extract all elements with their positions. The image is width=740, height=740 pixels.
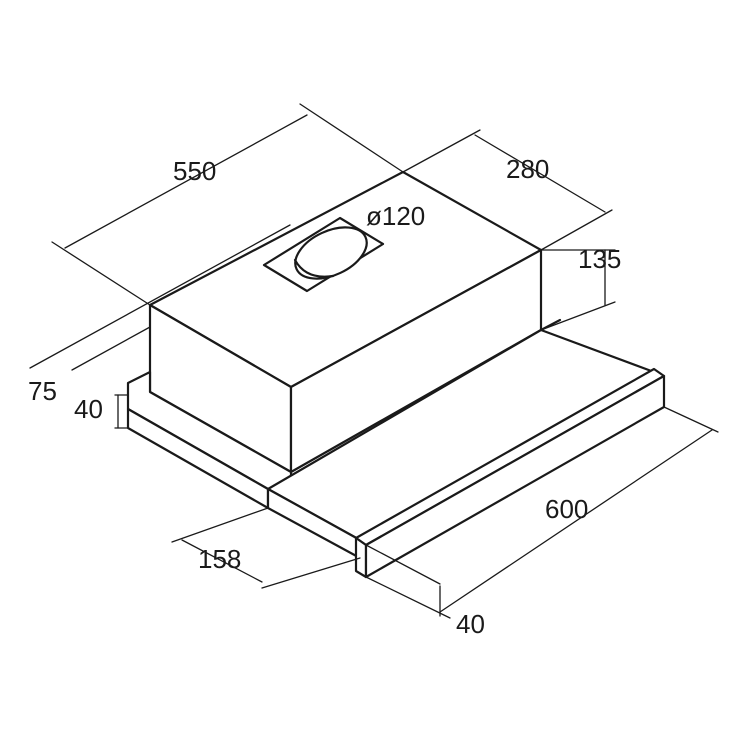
ext-40-bottom-top (365, 544, 441, 585)
label-duct-diameter: ø120 (366, 201, 425, 231)
dimension-lines (29, 103, 719, 619)
label-width-top: 550 (173, 156, 216, 186)
dim-75-line-a (29, 224, 291, 369)
dim-280 (474, 134, 606, 213)
duct-collar-top (294, 226, 368, 280)
hood-body (148, 170, 543, 474)
ext-158-right (261, 557, 361, 589)
ext-550-left (51, 241, 151, 306)
dim-600 (439, 429, 713, 613)
ext-280-back (402, 129, 481, 173)
duct-outlet (262, 216, 385, 293)
duct-collar-side (293, 258, 335, 278)
label-slide-depth: 158 (198, 544, 241, 574)
duct-plate (262, 216, 385, 293)
slide-inner-edge (290, 329, 542, 473)
label-body-height: 135 (578, 244, 621, 274)
ext-135-bottom (540, 301, 616, 331)
hood-base (126, 318, 666, 579)
ext-550-right (299, 103, 404, 173)
dim-158 (181, 539, 263, 583)
ext-600-left (365, 576, 451, 619)
ext-600-right (663, 406, 719, 433)
label-front-offset: 75 (28, 376, 57, 406)
label-depth-top: 280 (506, 154, 549, 184)
ext-158-left (171, 507, 269, 543)
front-panel-end (354, 536, 368, 579)
label-slide-height-left: 40 (74, 394, 103, 424)
dim-550 (64, 114, 308, 249)
label-total-width: 600 (545, 494, 588, 524)
dim-75-line-b (71, 326, 151, 371)
ext-280-front (540, 209, 613, 251)
dimension-labels: 550 280 ø120 135 75 40 158 600 40 (28, 154, 621, 639)
label-front-panel-height: 40 (456, 609, 485, 639)
